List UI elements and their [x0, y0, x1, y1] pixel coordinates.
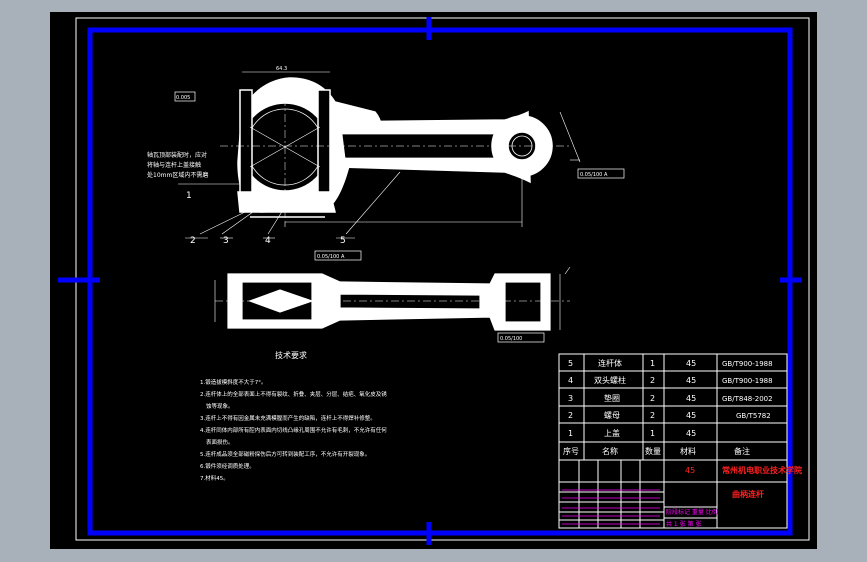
- bom-cell: 4: [568, 376, 573, 385]
- stage-labels: 阶段标记 重量 比例: [666, 508, 718, 516]
- bom-header: 备注: [734, 446, 750, 456]
- bom-header: 序号: [563, 446, 579, 456]
- inner-frame: [87, 27, 793, 536]
- bom-cell: 3: [568, 394, 573, 403]
- bom-table: [558, 353, 788, 461]
- bom-cell: 2: [650, 411, 655, 420]
- callout-1: 1: [186, 191, 192, 201]
- note-line: 6.锻件须经调质处理。: [200, 462, 255, 470]
- rod-front-view: [174, 71, 625, 343]
- bom-cell: 1: [568, 429, 573, 438]
- bom-cell: 45: [686, 394, 696, 403]
- drawing-sheet: 0.005 0.05/100 A 0.05/100 A 0.05/100 64.…: [50, 12, 817, 549]
- bom-cell: 5: [568, 359, 573, 368]
- tech-requirements-title: 技术要求: [275, 350, 307, 360]
- cad-drawing: 0.005 0.05/100 A 0.05/100 A 0.05/100 64.…: [58, 17, 810, 545]
- title-block-magenta-grid: [562, 489, 660, 525]
- note-line: 5.连杆成品须全部磁粉探伤后方可转到装配工序，不允许有开裂现象。: [200, 450, 370, 458]
- bom-cell: 1: [650, 429, 655, 438]
- tolerance-label-3: 0.05/100 A: [317, 254, 345, 260]
- bom-cell: GB/T5782: [736, 412, 771, 420]
- material-mark: 45: [685, 466, 695, 475]
- bom-cell: 2: [650, 376, 655, 385]
- bom-cell: 连杆体: [598, 358, 622, 368]
- bom-cell: 45: [686, 359, 696, 368]
- bom-cell: 2: [568, 411, 573, 420]
- bom-header: 名称: [602, 446, 618, 456]
- bom-cell: 45: [686, 376, 696, 385]
- callout-5: 5: [340, 236, 346, 246]
- bom-header: 数量: [645, 446, 661, 456]
- side-note-2: 将轴与连杆上盖接触: [147, 161, 201, 169]
- dim-label: 64.3: [276, 66, 287, 72]
- note-line: 表面损伤。: [206, 438, 234, 446]
- bom-cell: GB/T900-1988: [722, 360, 773, 368]
- side-note-3: 处10mm区域内不需磨: [147, 171, 208, 179]
- tolerance-label-2: 0.05/100 A: [580, 172, 608, 178]
- note-line: 2.连杆体上的全部表面上不得有裂纹、折叠、夹层、分层、结疤、氧化皮及锈: [200, 390, 387, 398]
- bom-cell: GB/T900-1988: [722, 377, 773, 385]
- bom-header: 材料: [680, 446, 696, 456]
- bom-cell: 45: [686, 411, 696, 420]
- sheet-count: 共 1 张 第 张: [666, 520, 701, 528]
- note-line: 3.连杆上不得有因金属未充满模膛而产生的缺陷，连杆上不得焊补修整。: [200, 414, 376, 422]
- bom-rows: 5 连杆体 1 45 GB/T900-1988 4 双头螺柱 2 45 GB/T…: [563, 358, 773, 456]
- callout-3: 3: [223, 236, 229, 246]
- rod-section-view: [214, 266, 571, 331]
- bom-cell: 1: [650, 359, 655, 368]
- bom-cell: 螺母: [604, 410, 620, 420]
- callout-2: 2: [190, 236, 196, 246]
- side-note-1: 轴瓦顶部装配时，应对: [147, 151, 207, 159]
- callout-4: 4: [265, 236, 271, 246]
- tolerance-label-1: 0.005: [176, 95, 190, 101]
- note-line: 7.材料45。: [200, 474, 229, 482]
- note-line: 蚀等现象。: [206, 402, 234, 410]
- tech-requirements-notes: 1.锻造拔模斜度不大于7°。 2.连杆体上的全部表面上不得有裂纹、折叠、夹层、分…: [200, 378, 387, 482]
- note-line: 1.锻造拔模斜度不大于7°。: [200, 378, 267, 386]
- drawing-name: 曲柄连杆: [732, 489, 764, 499]
- bom-cell: 45: [686, 429, 696, 438]
- school-name: 常州机电职业技术学院: [722, 465, 802, 475]
- tolerance-label-4: 0.05/100: [500, 336, 522, 342]
- bom-cell: 上盖: [604, 428, 620, 438]
- bom-cell: 垫圈: [604, 393, 620, 403]
- bom-cell: GB/T848-2002: [722, 395, 773, 403]
- note-line: 4.连杆同体内部所有腔内表面内切线凸缘孔周围不允许有毛刺，不允许有任何: [200, 426, 387, 434]
- bom-cell: 2: [650, 394, 655, 403]
- bom-cell: 双头螺柱: [594, 375, 626, 385]
- title-block: [558, 459, 788, 529]
